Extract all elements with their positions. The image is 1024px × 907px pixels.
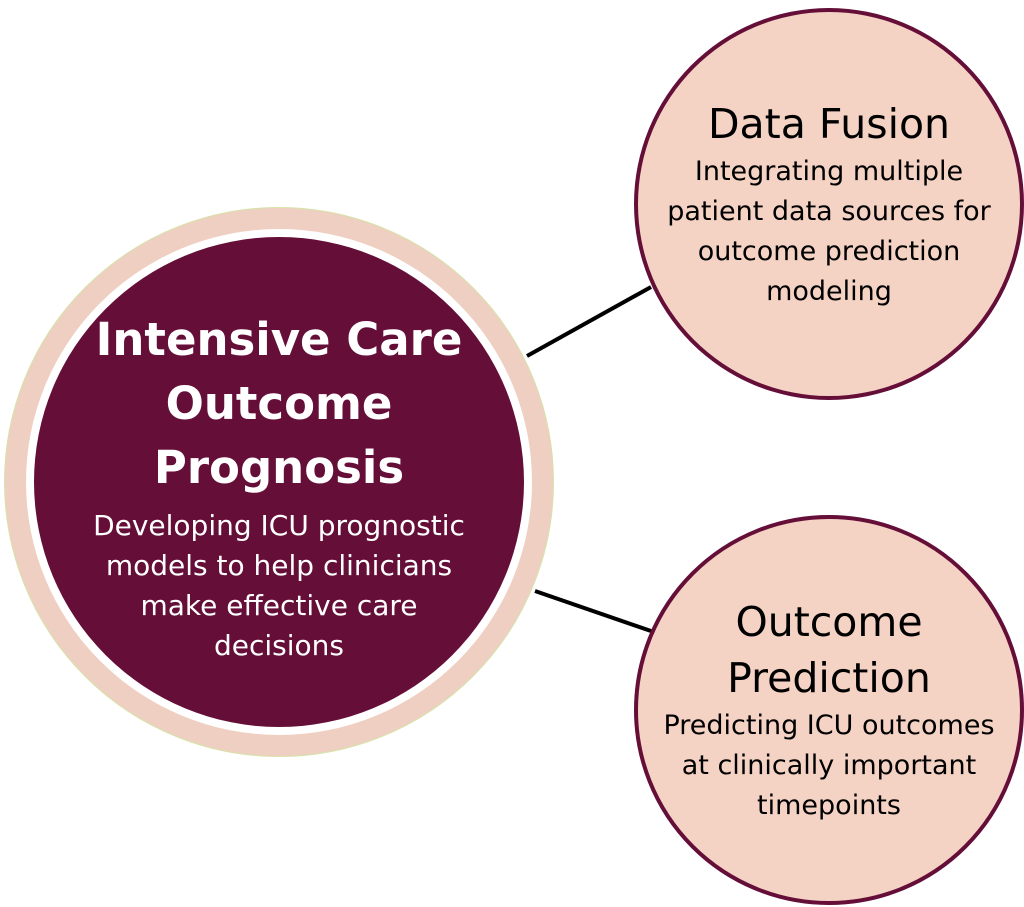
node-data-fusion-description: Integrating multiple patient data source…: [667, 156, 991, 307]
center-node-title: Intensive Care Outcome Prognosis: [95, 313, 463, 494]
node-outcome-prediction-description: Predicting ICU outcomes at clinically im…: [663, 710, 995, 821]
connector-center-to-outcome-prediction: [534, 589, 652, 633]
connector-center-to-data-fusion: [526, 285, 652, 358]
node-outcome-prediction: Outcome Prediction Predicting ICU outcom…: [634, 515, 1024, 905]
center-node: Intensive Care Outcome Prognosis Develop…: [4, 207, 554, 757]
center-node-core: Intensive Care Outcome Prognosis Develop…: [34, 237, 524, 727]
center-node-description: Developing ICU prognostic models to help…: [93, 509, 465, 662]
node-data-fusion: Data Fusion Integrating multiple patient…: [634, 8, 1024, 400]
node-outcome-prediction-title: Outcome Prediction: [727, 598, 931, 702]
node-data-fusion-title: Data Fusion: [707, 100, 951, 148]
